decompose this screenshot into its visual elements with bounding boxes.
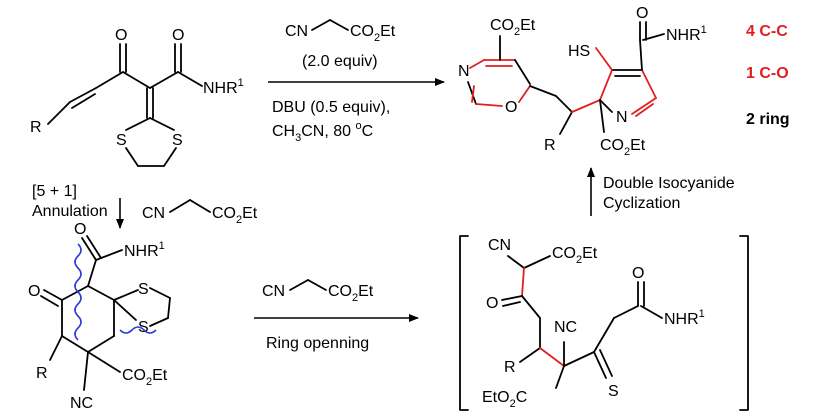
- product-amide-o: O: [636, 5, 648, 22]
- spiro-r-group: R: [36, 365, 48, 382]
- sm-r-group: R: [30, 119, 42, 136]
- int-ketone-o: O: [486, 295, 498, 312]
- int-r-group: R: [504, 359, 516, 376]
- top-reaction-arrow: CN CO2Et (2.0 equiv) DBU (0.5 equiv), CH…: [268, 19, 445, 144]
- ring-open-label: Ring openning: [266, 335, 369, 352]
- top-solvent: CH3CN, 80 oC: [272, 120, 373, 144]
- product: N O CO2Et R N HS O NHR1 CO2E: [458, 5, 707, 158]
- count-cc: 4 C-C: [746, 23, 788, 40]
- cyclization-line1: Double Isocyanide: [603, 175, 735, 192]
- cyclization-line2: Cyclization: [603, 195, 680, 212]
- int-thioketone-s: S: [608, 383, 619, 400]
- sm-sulfur-2: S: [172, 132, 183, 149]
- top-reagent-ester: CO2Et: [350, 23, 396, 44]
- annulation-reagent-ester: CO2Et: [212, 205, 258, 226]
- spiro-intermediate: O O NHR1 S S R CO2Et NC: [28, 221, 171, 412]
- cyclization-step: Double Isocyanide Cyclization: [587, 167, 735, 216]
- int-amide: NHR1: [664, 308, 705, 328]
- product-r-group: R: [544, 137, 556, 154]
- int-ester-bottom: EtO2C: [482, 389, 527, 410]
- ring-open-reagent-cn: CN: [262, 283, 285, 300]
- spiro-nc: NC: [70, 395, 93, 412]
- int-ester-top: CO2Et: [552, 245, 598, 266]
- count-ring: 2 ring: [746, 111, 790, 128]
- annulation-line2: Annulation: [32, 203, 108, 220]
- top-base: DBU (0.5 equiv),: [272, 99, 390, 116]
- spiro-sulfur-1: S: [138, 281, 149, 298]
- product-amide: NHR1: [666, 24, 707, 44]
- product-ester-top: CO2Et: [490, 17, 536, 38]
- product-ester-bottom: CO2Et: [600, 137, 646, 158]
- count-co: 1 C-O: [746, 65, 789, 82]
- open-intermediate: CN CO2Et O R NC EtO2C S O NHR1: [459, 235, 749, 411]
- product-hs: HS: [568, 43, 590, 60]
- int-amide-o: O: [632, 265, 644, 282]
- sm-sulfur-1: S: [116, 132, 127, 149]
- sm-amide: NHR1: [203, 77, 244, 97]
- spiro-sulfur-2: S: [138, 319, 149, 336]
- left-bracket: [459, 235, 469, 411]
- spiro-amide: NHR1: [124, 240, 165, 260]
- oxazole-n: N: [458, 63, 470, 80]
- spiro-ketone-o: O: [28, 283, 40, 300]
- annulation-reagent-cn: CN: [142, 205, 165, 222]
- int-nc: NC: [554, 319, 577, 336]
- pyrroline-n: N: [616, 109, 628, 126]
- sm-amide-o: O: [172, 27, 184, 44]
- ring-opening-arrow: CN CO2Et Ring openning: [254, 279, 419, 352]
- annulation-step: [5 + 1] Annulation CN CO2Et: [32, 183, 258, 229]
- annulation-line1: [5 + 1]: [32, 183, 77, 200]
- spiro-ester: CO2Et: [122, 367, 168, 388]
- int-cn: CN: [488, 237, 511, 254]
- spiro-amide-o: O: [74, 221, 86, 238]
- bond-count-summary: 4 C-C 1 C-O 2 ring: [746, 23, 790, 128]
- top-equiv: (2.0 equiv): [302, 53, 378, 70]
- sm-ketone-o: O: [115, 27, 127, 44]
- oxazole-o: O: [505, 99, 517, 116]
- ring-open-reagent-ester: CO2Et: [328, 283, 374, 304]
- starting-material: O O NHR1 R S S: [30, 27, 244, 167]
- top-reagent-cn: CN: [285, 23, 308, 40]
- cleavage-wave: [74, 243, 82, 341]
- right-bracket: [739, 235, 749, 411]
